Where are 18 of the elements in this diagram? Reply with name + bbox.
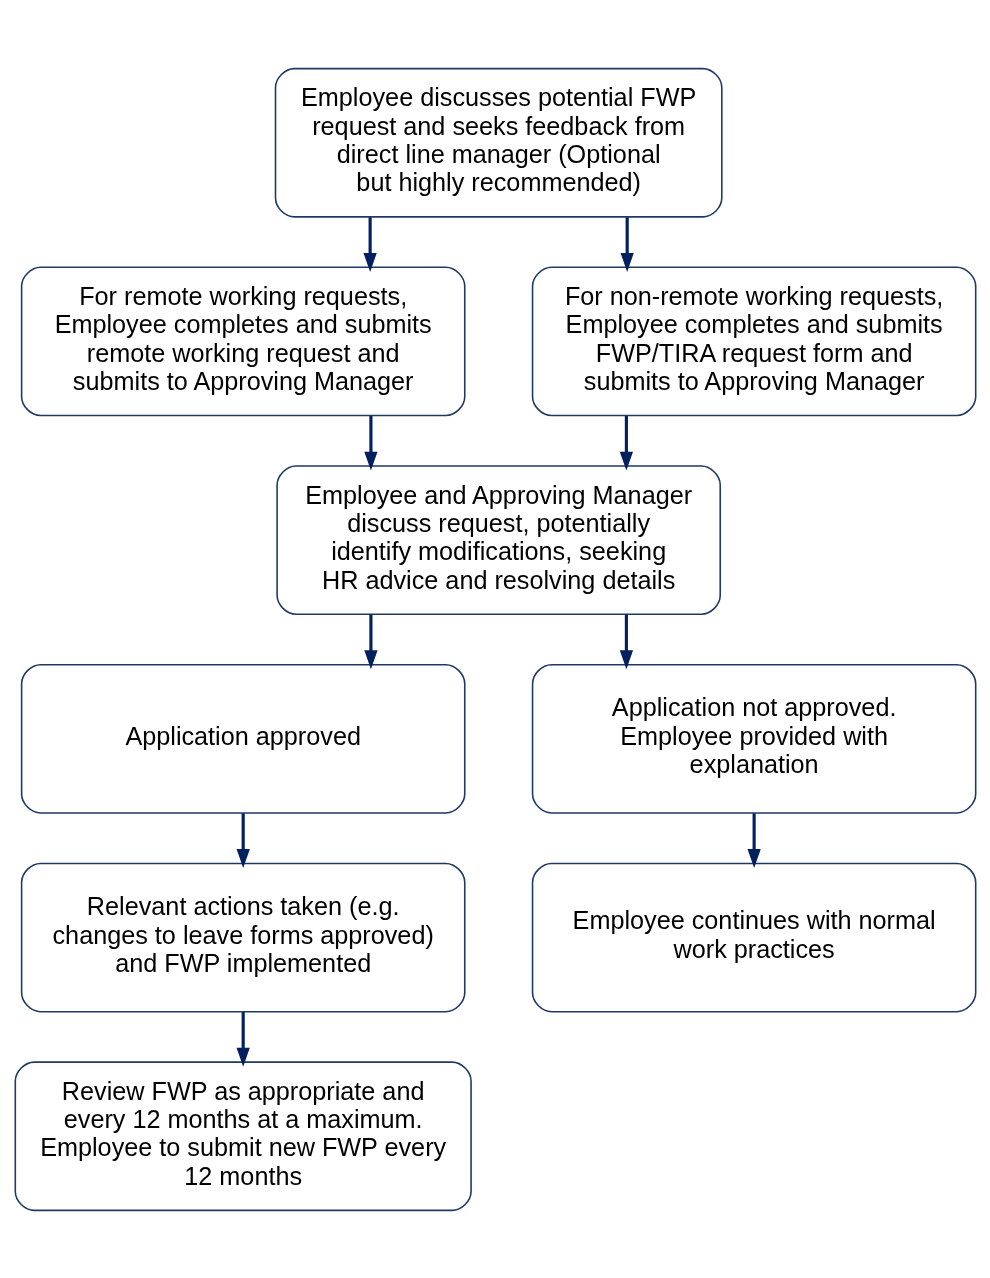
node-box: Employee and Approving Manager discuss request, potentially identify modifications, seeking HR advice and resolving details [275,464,721,615]
arrow [363,614,378,669]
node-box: Review FWP as appropriate and every 12 months at a maximum. Employee to submit new FWP every 12 months [14,1060,472,1211]
arrow [363,415,378,471]
node-box: Relevant actions taken (e.g. changes to leave forms approved) and FWP implemented [20,862,466,1012]
arrow [363,216,377,272]
arrow [619,614,633,669]
arrow [747,812,761,868]
node-box: Application not approved. Employee provided with explanation [531,663,976,814]
node-box: Employee discusses potential FWP request and seeks feedback from direct line manager (Optional but highly recommended) [274,67,723,218]
arrow [620,216,634,272]
arrow [619,415,633,471]
node-box: Application approved [20,663,466,814]
arrow [236,812,250,868]
node-box: For non-remote working requests, Employee completes and submits FWP/TIRA request form and submits to Approving Manager [531,266,976,416]
node-box: For remote working requests, Employee completes and submits remote working request and submits to Approving Manager [20,266,466,416]
arrow [236,1011,250,1067]
node-box: Employee continues with normal work practices [531,862,976,1012]
